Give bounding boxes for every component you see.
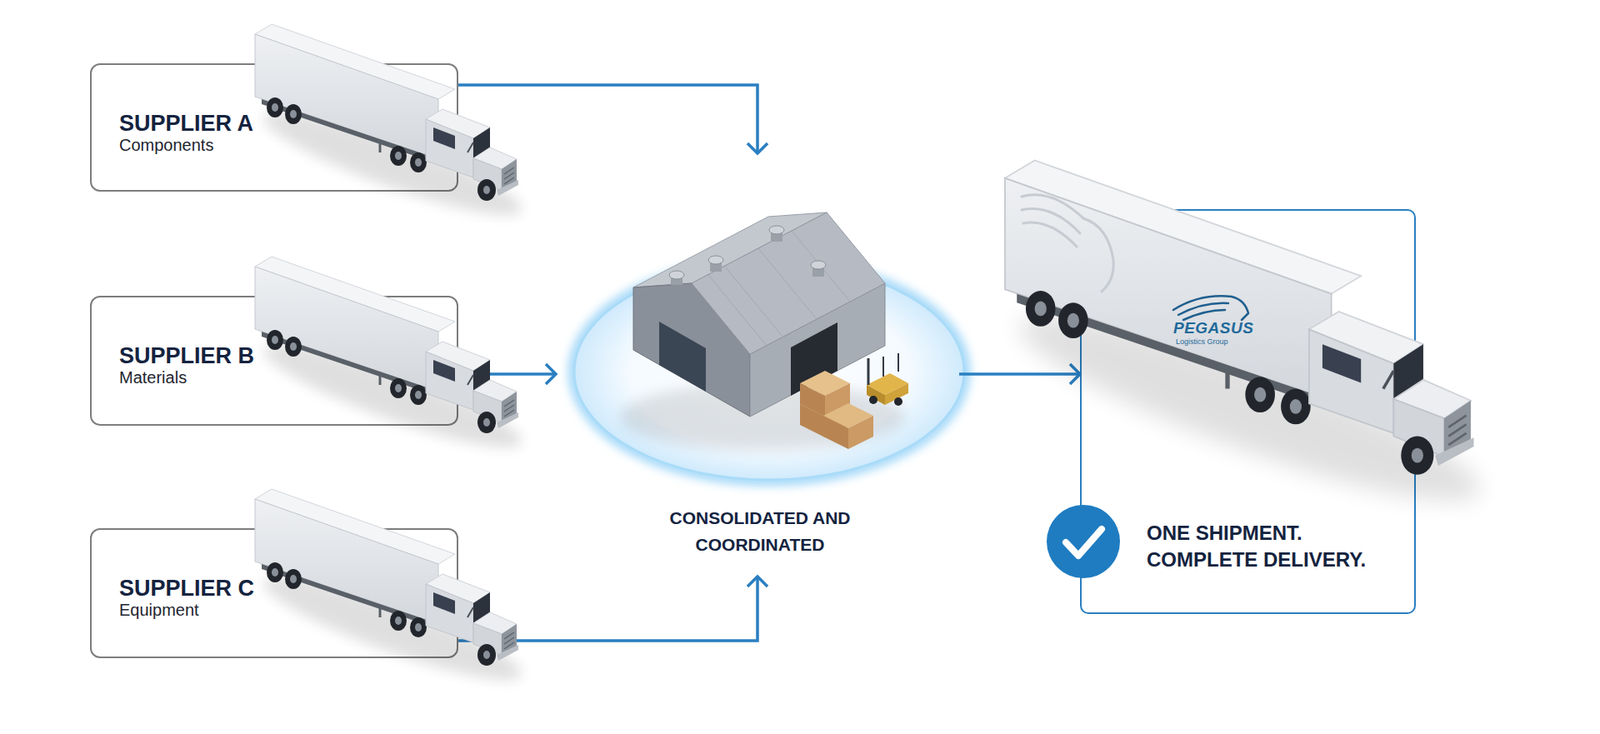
forklift-cage xyxy=(897,353,900,372)
roof-rib xyxy=(758,248,817,320)
vent xyxy=(669,270,685,280)
roof-near xyxy=(691,212,885,355)
result-text: ONE SHIPMENT. COMPLETE DELIVERY. xyxy=(1146,520,1397,574)
connector-line xyxy=(959,372,1080,376)
logo-horse xyxy=(1231,296,1249,320)
forklift-cage xyxy=(882,356,885,377)
forklift-wheel xyxy=(869,395,878,405)
roof-rib xyxy=(708,275,767,346)
logo-wings xyxy=(1173,295,1249,320)
flow-connector xyxy=(458,85,768,154)
forklift xyxy=(866,353,909,406)
hub-caption: CONSOLIDATED AND COORDINATED xyxy=(651,505,869,559)
forklift-body xyxy=(885,383,909,405)
arrow-head xyxy=(747,143,768,154)
pallet-stack xyxy=(800,370,874,450)
forklift-mast xyxy=(867,358,870,385)
arrow-head xyxy=(545,364,556,385)
forklift-body xyxy=(866,385,885,405)
supplier-truck xyxy=(255,24,530,233)
delivery-truck xyxy=(1005,160,1495,531)
roof-rib xyxy=(725,266,784,338)
logo-wordmark: PEGASUS xyxy=(1173,320,1254,337)
vent xyxy=(810,260,826,270)
vent xyxy=(769,225,785,235)
wing-stroke xyxy=(1021,209,1080,234)
roof-rib xyxy=(791,230,850,302)
vent xyxy=(708,255,724,265)
trailer-horse-graphic xyxy=(1021,195,1114,292)
supplier-truck xyxy=(255,489,530,698)
connector-line xyxy=(458,85,758,154)
logo-tagline: Logistics Group xyxy=(1175,337,1229,346)
forklift-wheel xyxy=(894,397,903,406)
check-circle xyxy=(1046,505,1120,579)
wing-stroke xyxy=(1023,222,1077,247)
wing-stroke xyxy=(1021,195,1084,219)
crate xyxy=(848,415,874,450)
check-mark xyxy=(1065,529,1102,556)
roof-vents xyxy=(669,225,826,285)
consolidation-hub: CONSOLIDATED AND COORDINATED xyxy=(555,153,960,577)
crate xyxy=(823,415,849,450)
arrow-head xyxy=(747,576,768,587)
garage-door xyxy=(659,321,706,392)
horse-head xyxy=(1083,218,1114,292)
logo-wing xyxy=(1183,310,1225,320)
crate xyxy=(800,383,825,417)
supplier-truck xyxy=(255,256,530,465)
warehouse-building xyxy=(633,212,909,450)
